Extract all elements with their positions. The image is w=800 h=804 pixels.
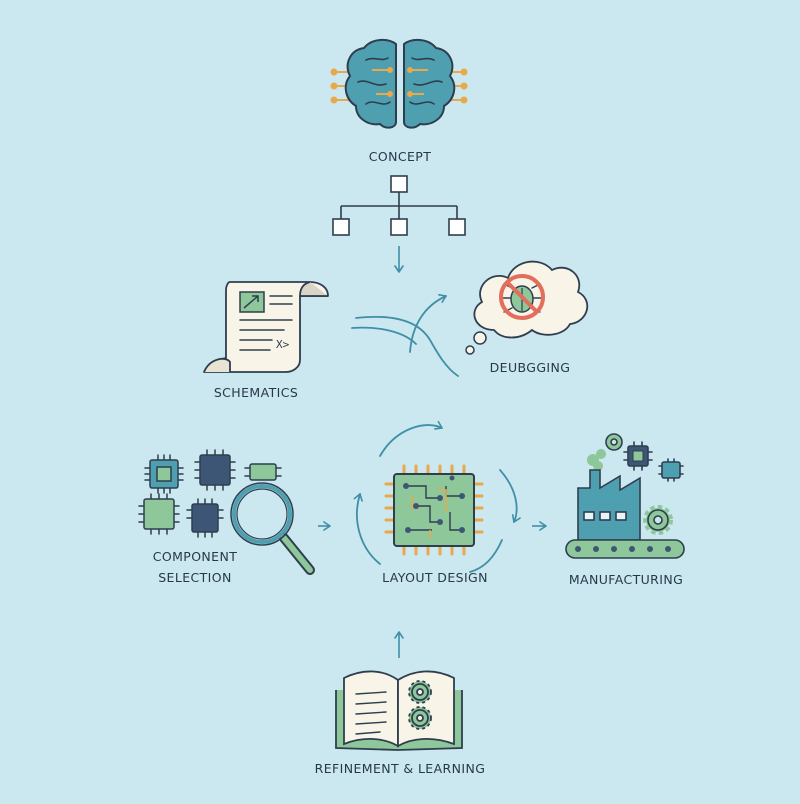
book-gears-icon — [335, 670, 463, 751]
pcb-chip-icon — [353, 420, 521, 573]
chips-magnifier-icon — [138, 449, 315, 575]
flow-curve-arrows — [351, 294, 459, 377]
debugging-label: DEUBGGING — [489, 360, 571, 375]
schematic-scroll-icon: X> — [203, 281, 329, 373]
layout-design-label: LAYOUT DESIGN — [382, 570, 488, 585]
factory-conveyor-icon — [565, 433, 685, 559]
concept-label: CONCEPT — [368, 149, 432, 164]
schematics-label: SCHEMATICS — [213, 385, 299, 400]
gear-icon-small — [605, 433, 623, 451]
gear-icon-book-bottom — [408, 706, 432, 730]
refinement-label: REFINEMENT & LEARNING — [314, 761, 486, 776]
org-tree-icon — [332, 175, 466, 236]
brain-circuit-icon — [330, 38, 468, 129]
gear-icon-book-top — [408, 680, 432, 704]
gear-icon-factory — [643, 505, 673, 535]
svg-text:X>: X> — [276, 338, 290, 351]
manufacturing-label: MANUFACTURING — [568, 572, 684, 587]
component-selection-label: COMPONENT SELECTION — [152, 549, 238, 585]
no-bug-thought-icon — [465, 260, 589, 355]
